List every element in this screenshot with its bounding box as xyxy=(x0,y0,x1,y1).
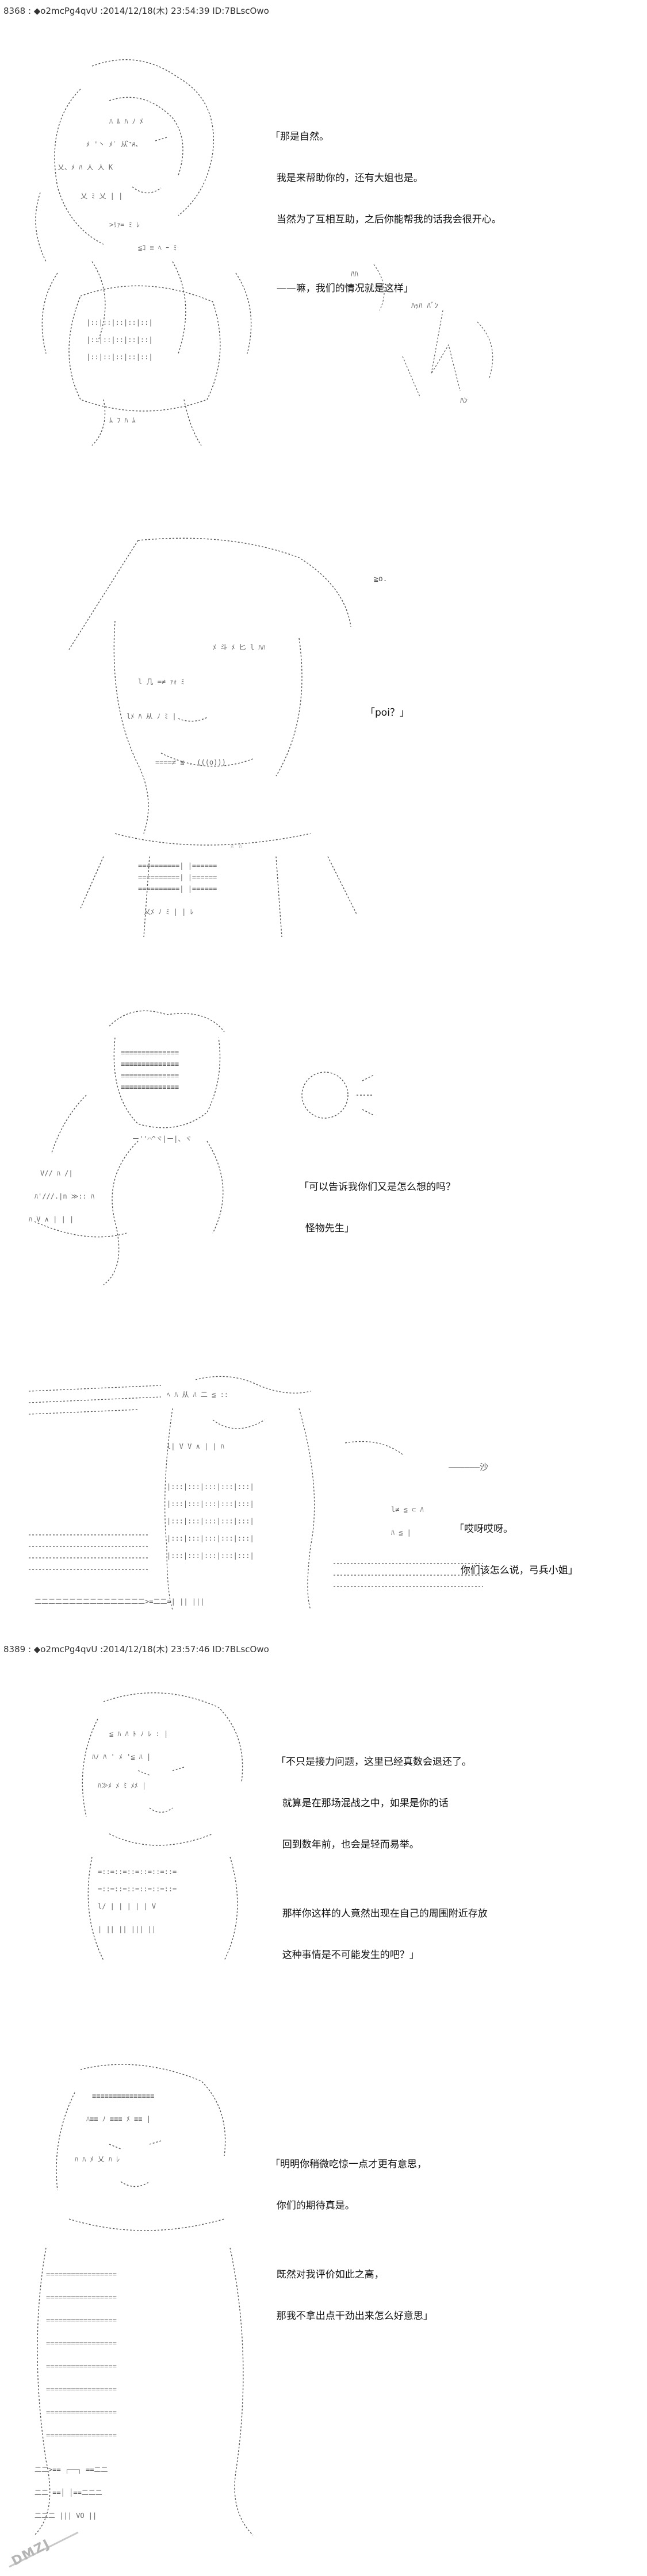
svg-text:≡≡≡≡≡≡≡≡≡≡≡≡≡≡: ≡≡≡≡≡≡≡≡≡≡≡≡≡≡ xyxy=(121,1060,179,1068)
dialog-line: 这种事情是不可能发生的吧？」 xyxy=(276,1949,419,1961)
svg-text:=================: ================= xyxy=(46,2339,117,2347)
svg-text:≡≡≡≡≡≡≡≡≡≡≡≡≡≡≡: ≡≡≡≡≡≡≡≡≡≡≡≡≡≡≡ xyxy=(92,2092,154,2100)
svg-text:乂ﾒ ﾉ ﾐ | | ﾚ: 乂ﾒ ﾉ ﾐ | | ﾚ xyxy=(144,908,194,916)
svg-text:ﾊ'///.|n ≫:: ﾊ: ﾊ'///.|n ≫:: ﾊ xyxy=(35,1192,94,1200)
svg-text:|::|::|::|::|::|: |::|::|::|::|::| xyxy=(86,353,153,361)
svg-text:ー''⌒^ヾ|ー|、ヾ: ー''⌒^ヾ|ー|、ヾ xyxy=(132,1135,192,1143)
ascii-art-figure-coat: ﾍ ﾊ 从 ﾊ 二 ≦ :: l| V V ∧ | | ﾊ |:::|:::|:… xyxy=(23,1374,495,1615)
svg-text:|:::|:::|:::|:::|:::|: |:::|:::|:::|:::|:::| xyxy=(167,1500,254,1508)
ascii-art-girl-hat: ﾒ 斗 ﾒ 匕 l ﾊﾊ l 几 =≠ ｧｫ ﾐ lﾒ ﾊ 从 ﾉ ﾐ | ==… xyxy=(58,535,403,949)
svg-text:乂 ﾐ 乂 | |: 乂 ﾐ 乂 | | xyxy=(81,192,122,200)
svg-text:ﾒ 斗 ﾒ 匕 l ﾊﾊ: ﾒ 斗 ﾒ 匕 l ﾊﾊ xyxy=(213,643,265,651)
dialog-panel-4: 「哎呀哎呀。 你们该怎么说，弓兵小姐」 xyxy=(454,1495,578,1591)
sfx-text: ≧o. xyxy=(374,575,388,583)
ascii-art-sparkle-effect xyxy=(368,253,518,431)
svg-text:====≠ ≦ . (((o))): ====≠ ≦ . (((o))) xyxy=(155,758,226,766)
svg-text:|:::|:::|:::|:::|:::|: |:::|:::|:::|:::|:::| xyxy=(167,1483,254,1491)
dialog-line: 「那是自然。 xyxy=(270,131,329,143)
dialog-line: 「明明你稍微吃惊一点才更有意思， xyxy=(270,2159,427,2170)
svg-text:l| V V ∧ | | ﾊ: l| V V ∧ | | ﾊ xyxy=(167,1442,224,1450)
svg-text:二二二二二二二二二二二二二二二二>=二二=| || ||: 二二二二二二二二二二二二二二二二>=二二=| || ||| xyxy=(35,1598,204,1606)
ascii-art-girl-ribbons: ﾊ ﾙ ﾊ ﾉ ﾒ ﾒ '丶 ﾒ′ 从 ﾊ 乂、ﾒ ﾊ 人 人 K 乂 ﾐ 乂 … xyxy=(23,55,270,446)
dialog-line: 「哎呀哎呀。 xyxy=(454,1523,513,1535)
svg-text:二二>== ┌──┐ ==二二: 二二>== ┌──┐ ==二二 xyxy=(35,2466,108,2474)
dialog-panel-2: 「poi？」 xyxy=(365,678,409,734)
dialog-panel-1: 「那是自然。 我是来帮助你的，还有大姐也是。 当然为了互相互助，之后你能帮我的话… xyxy=(270,102,501,309)
ascii-art-girl-thinking: ≦ ﾊ ﾊ ﾄ ﾉ ﾚ : | ﾊﾉ ﾊ ' ﾒ '≦ ﾊ | ﾊ≫ﾒ ﾒ ﾐ … xyxy=(58,1684,276,1966)
svg-text:ﾊ V ∧ | | |: ﾊ V ∧ | | | xyxy=(29,1215,74,1223)
svg-text:=::=::=::=::=::=::=: =::=::=::=::=::=::= xyxy=(98,1885,177,1893)
svg-text:=================: ================= xyxy=(46,2293,117,2301)
watermark-logo xyxy=(3,2527,90,2573)
svg-text:ﾊ≡≡ ﾉ ≡≡≡ ﾒ ≡≡ |: ﾊ≡≡ ﾉ ≡≡≡ ﾒ ≡≡ | xyxy=(86,2115,151,2123)
svg-text:| || || ||| ||: | || || ||| || xyxy=(98,1925,156,1933)
svg-text:≦ｺ ≡ ﾍ ｰ ﾐ: ≦ｺ ≡ ﾍ ｰ ﾐ xyxy=(138,244,177,252)
svg-text:=================: ================= xyxy=(46,2270,117,2278)
svg-text:ﾊ ﾙ ﾊ ﾉ ﾒ: ﾊ ﾙ ﾊ ﾉ ﾒ xyxy=(109,117,143,125)
svg-text:≡≡≡≡≡≡≡≡≡≡≡≡≡≡: ≡≡≡≡≡≡≡≡≡≡≡≡≡≡ xyxy=(121,1072,179,1080)
svg-text:|:::|:::|:::|:::|:::|: |:::|:::|:::|:::|:::| xyxy=(167,1517,254,1525)
svg-text:|:::|:::|:::|:::|:::|: |:::|:::|:::|:::|:::| xyxy=(167,1534,254,1542)
svg-text:ﾊ ﾊ ﾒ 乂 ﾊ ﾚ: ﾊ ﾊ ﾒ 乂 ﾊ ﾚ xyxy=(75,2155,120,2163)
svg-text:ﾊ ≦ |: ﾊ ≦ | xyxy=(391,1529,411,1537)
sfx-text: ﾊﾝ xyxy=(460,397,468,405)
dialog-panel-3: 「可以告诉我你们又是怎么想的吗？ 怪物先生」 xyxy=(299,1153,455,1249)
sun-icon xyxy=(290,1066,382,1130)
svg-text:=================: ================= xyxy=(46,2408,117,2416)
dialog-line: 既然对我评价如此之高， xyxy=(270,2269,384,2281)
dialog-line: 「可以告诉我你们又是怎么想的吗？ xyxy=(299,1181,455,1193)
dialog-line: 你们该怎么说，弓兵小姐」 xyxy=(454,1565,578,1576)
dialog-panel-6: 「明明你稍微吃惊一点才更有意思， 你们的期待真是。 既然对我评价如此之高， 那我… xyxy=(270,2130,433,2337)
svg-text:ﾊﾉ ﾊ ' ﾒ '≦ ﾊ |: ﾊﾉ ﾊ ' ﾒ '≦ ﾊ | xyxy=(92,1753,151,1761)
svg-text:l/ | | | | | V: l/ | | | | | V xyxy=(98,1902,156,1910)
svg-text:ﾒ '丶 ﾒ′ 从 ﾊ: ﾒ '丶 ﾒ′ 从 ﾊ xyxy=(86,140,135,148)
svg-text:二二二 ||| VO ||: 二二二 ||| VO || xyxy=(35,2512,97,2520)
dialog-panel-5: 「不只是接力问题，这里已经真数会退还了。 就算是在那场混战之中，如果是你的话 回… xyxy=(276,1727,488,1976)
svg-text:=================: ================= xyxy=(46,2316,117,2324)
ascii-art-girl-smiling: ≡≡≡≡≡≡≡≡≡≡≡≡≡≡≡ ﾊ≡≡ ﾉ ≡≡≡ ﾒ ≡≡ | ﾊ ﾊ ﾒ 乂… xyxy=(12,2058,265,2541)
svg-text:l≠ ≦ ⊂ ﾊ: l≠ ≦ ⊂ ﾊ xyxy=(391,1506,424,1514)
svg-text:ﾊ≫ﾒ ﾒ ﾐ ﾒﾒ |: ﾊ≫ﾒ ﾒ ﾐ ﾒﾒ | xyxy=(98,1782,146,1790)
svg-text:=================: ================= xyxy=(46,2362,117,2370)
dialog-line: 就算是在那场混战之中，如果是你的话 xyxy=(276,1798,449,1809)
dialog-line: 「不只是接力问题，这里已经真数会退还了。 xyxy=(276,1756,472,1768)
svg-text:二二 ==│ │==二二二: 二二 ==│ │==二二二 xyxy=(35,2488,102,2497)
svg-text:==========| |======: ==========| |====== xyxy=(138,873,217,881)
svg-text:lﾒ ﾊ 从 ﾉ ﾐ |: lﾒ ﾊ 从 ﾉ ﾐ | xyxy=(127,712,177,720)
svg-text:≡≡≡≡≡≡≡≡≡≡≡≡≡≡: ≡≡≡≡≡≡≡≡≡≡≡≡≡≡ xyxy=(121,1049,179,1057)
svg-text:乂、ﾒ ﾊ 人 人 K: 乂、ﾒ ﾊ 人 人 K xyxy=(58,163,113,171)
svg-text:=::=::=::=::=::=::=: =::=::=::=::=::=::= xyxy=(98,1868,177,1876)
dialog-line: 你们的期待真是。 xyxy=(270,2200,355,2212)
ascii-art-girl-reading: ≡≡≡≡≡≡≡≡≡≡≡≡≡≡ ≡≡≡≡≡≡≡≡≡≡≡≡≡≡ ≡≡≡≡≡≡≡≡≡≡… xyxy=(17,1003,316,1291)
sfx-text: ——————沙 xyxy=(449,1462,489,1472)
svg-text:|:::|:::|:::|:::|:::|: |:::|:::|:::|:::|:::| xyxy=(167,1552,254,1560)
svg-text:☆ ☆: ☆ ☆ xyxy=(230,842,243,850)
dialog-line: 我是来帮助你的，还有大姐也是。 xyxy=(270,172,423,184)
svg-text:=================: ================= xyxy=(46,2431,117,2439)
svg-text:l 几 =≠ ｧｫ ﾐ: l 几 =≠ ｧｫ ﾐ xyxy=(138,678,185,686)
svg-text:=================: ================= xyxy=(46,2385,117,2393)
dialog-line: 那样你这样的人竟然出现在自己的周围附近存放 xyxy=(276,1908,488,1919)
dialog-line: ——嘛，我们的情况就是这样」 xyxy=(270,283,414,294)
dialog-line: 那我不拿出点干劲出来怎么好意思」 xyxy=(270,2310,433,2322)
svg-text:ﾍ ﾊ 从 ﾊ 二 ≦ ::: ﾍ ﾊ 从 ﾊ 二 ≦ :: xyxy=(167,1391,228,1399)
dialog-line: 当然为了互相互助，之后你能帮我的话我会很开心。 xyxy=(270,214,501,225)
dialog-line: 怪物先生」 xyxy=(299,1223,354,1234)
dialog-line: 「poi？」 xyxy=(365,707,409,719)
sfx-text: ﾊｯﾊ ﾊﾞﾝ xyxy=(411,302,438,310)
sfx-text: ﾊﾊ xyxy=(351,270,358,279)
svg-text:≦ ﾊ ﾊ ﾄ ﾉ ﾚ : |: ≦ ﾊ ﾊ ﾄ ﾉ ﾚ : | xyxy=(109,1730,168,1738)
post-header-1: 8368 : ◆o2mcPg4qvU :2014/12/18(木) 23:54:… xyxy=(3,6,269,16)
svg-text:==========| |======: ==========| |====== xyxy=(138,885,217,893)
dialog-line: 回到数年前，也会是轻而易举。 xyxy=(276,1839,419,1851)
svg-text:V// ﾊ /|: V// ﾊ /| xyxy=(40,1169,73,1177)
svg-text:|::|::|::|::|::|: |::|::|::|::|::| xyxy=(86,336,153,344)
svg-text:|::|::|::|::|::|: |::|::|::|::|::| xyxy=(86,318,153,327)
svg-text:>ﾘｧ= ﾐ ﾚ: >ﾘｧ= ﾐ ﾚ xyxy=(109,221,140,229)
svg-text:ﾑ ﾌ ﾊ ﾑ: ﾑ ﾌ ﾊ ﾑ xyxy=(109,416,136,424)
svg-text:==========| |======: ==========| |====== xyxy=(138,862,217,870)
svg-text:≡≡≡≡≡≡≡≡≡≡≡≡≡≡: ≡≡≡≡≡≡≡≡≡≡≡≡≡≡ xyxy=(121,1083,179,1091)
post-header-2: 8389 : ◆o2mcPg4qvU :2014/12/18(木) 23:57:… xyxy=(3,1644,269,1654)
